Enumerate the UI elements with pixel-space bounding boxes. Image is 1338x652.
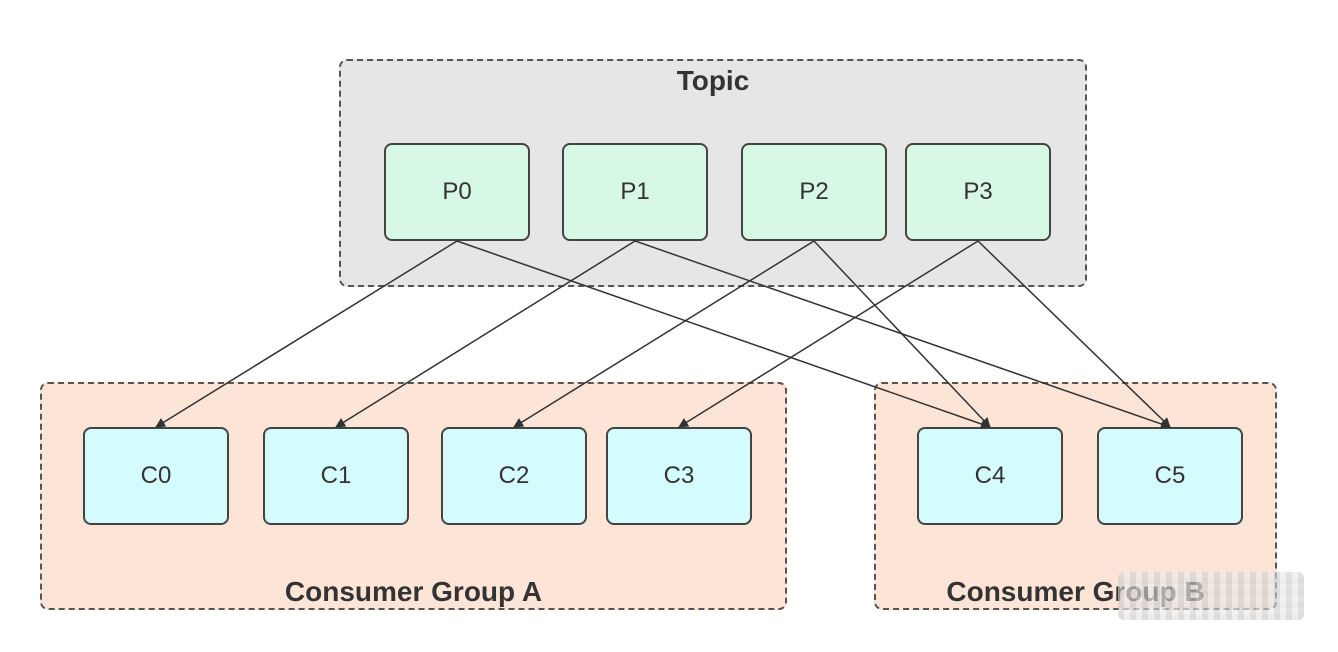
partition-p1: P1 bbox=[562, 143, 708, 241]
partition-p3: P3 bbox=[905, 143, 1051, 241]
consumer-c2: C2 bbox=[441, 427, 587, 525]
topic-label: Topic bbox=[676, 65, 750, 96]
consumer-c1: C1 bbox=[263, 427, 409, 525]
consumer-c0: C0 bbox=[83, 427, 229, 525]
watermark-blur bbox=[1118, 572, 1304, 620]
partition-p0: P0 bbox=[384, 143, 530, 241]
partition-p2: P2 bbox=[741, 143, 887, 241]
consumer-group-a-label: Consumer Group A bbox=[284, 576, 543, 607]
consumer-c3: C3 bbox=[606, 427, 752, 525]
consumer-c4: C4 bbox=[917, 427, 1063, 525]
consumer-c5: C5 bbox=[1097, 427, 1243, 525]
